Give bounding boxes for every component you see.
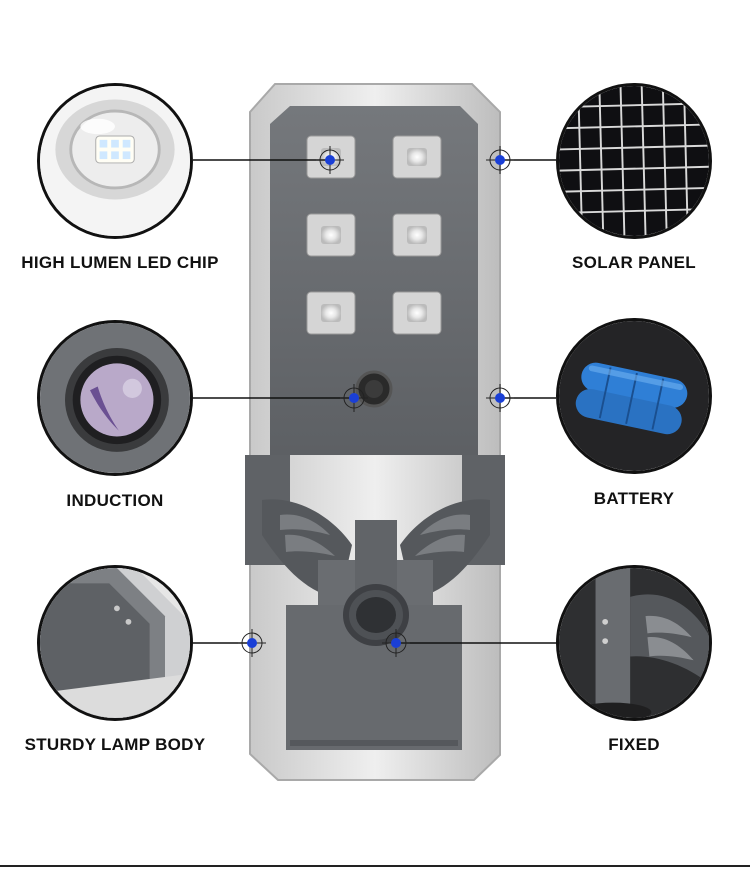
bottom-divider (0, 865, 750, 867)
fixed-closeup (556, 565, 712, 721)
feature-markers (238, 146, 514, 657)
marker-led-chip (316, 146, 344, 174)
marker-fixed (382, 629, 410, 657)
led-modules (306, 135, 442, 335)
battery-closeup (556, 318, 712, 474)
fixed-label: FIXED (608, 735, 660, 754)
lamp-body-label: STURDY LAMP BODY (24, 735, 206, 754)
lamp-body-closeup (37, 565, 193, 721)
marker-lamp-body (238, 629, 266, 657)
induction-label: INDUCTION (66, 491, 164, 510)
marker-solar-panel (486, 146, 514, 174)
marker-battery (486, 384, 514, 412)
marker-induction (340, 384, 368, 412)
solar-panel-label: SOLAR PANEL (572, 253, 696, 272)
led-chip-label: HIGH LUMEN LED CHIP (21, 253, 219, 272)
lamp-panel (270, 106, 478, 455)
mounting-bracket (245, 455, 505, 646)
solar-panel-closeup (556, 83, 712, 239)
battery-label: BATTERY (593, 489, 675, 508)
led-chip-closeup (37, 83, 193, 239)
induction-closeup (37, 320, 193, 476)
